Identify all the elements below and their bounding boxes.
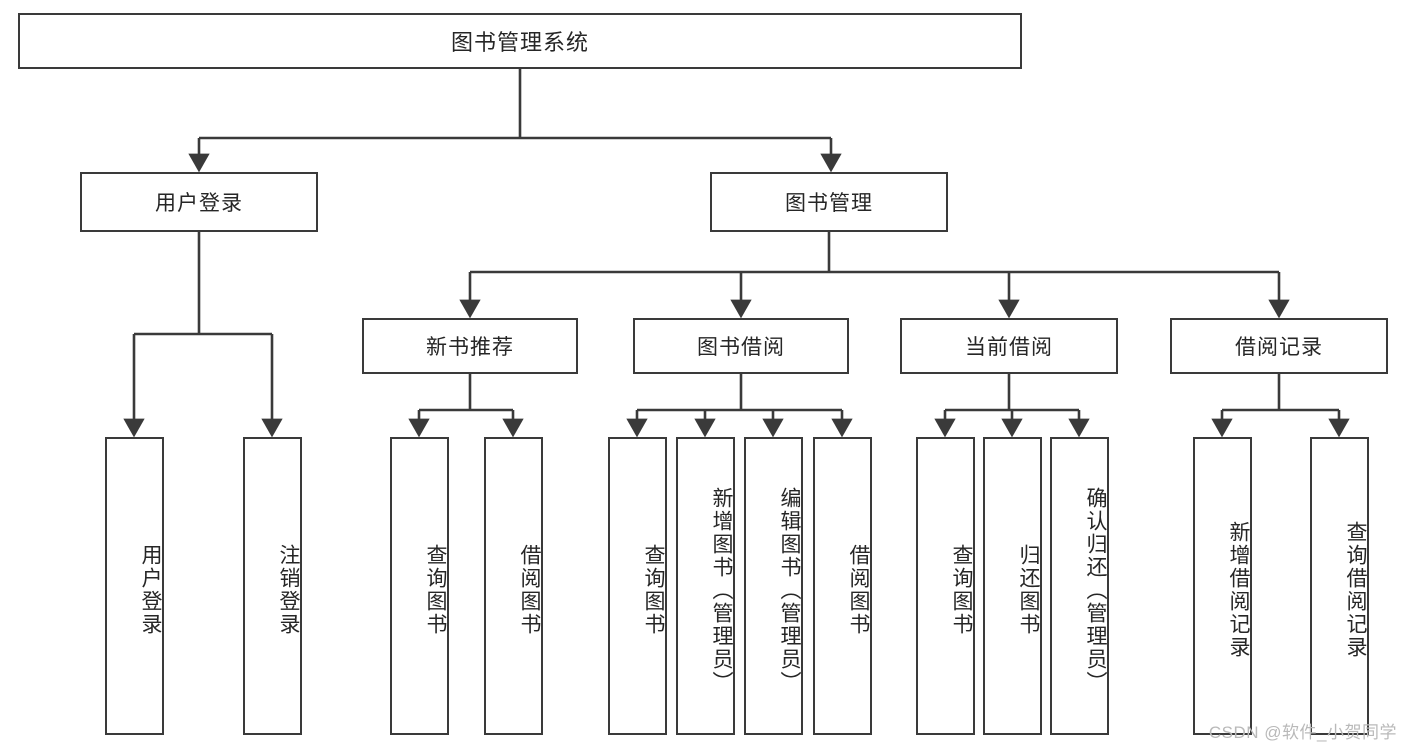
leaf-borrow-book-recommend-label: 借阅图书: [518, 544, 541, 636]
watermark-text: CSDN @软件_小贺同学: [1208, 723, 1397, 742]
leaf-return-book-label: 归还图书: [1017, 544, 1040, 636]
leaf-confirm-return-admin-label: 确认归还（管理员）: [1084, 486, 1107, 694]
node-root-system[interactable]: 图书管理系统: [18, 13, 1022, 69]
leaf-query-book-recommend-label: 查询图书: [424, 544, 447, 636]
node-user-login[interactable]: 用户登录: [80, 172, 318, 232]
leaf-query-book-label: 查询图书: [642, 544, 665, 636]
node-root-label: 图书管理系统: [450, 30, 589, 55]
leaf-user-login[interactable]: 用户登录: [105, 437, 164, 735]
node-book-management-label: 图书管理: [785, 192, 873, 215]
node-user-login-label: 用户登录: [155, 192, 243, 215]
node-book-borrow[interactable]: 图书借阅: [633, 318, 849, 374]
leaf-add-borrow-record[interactable]: 新增借阅记录: [1193, 437, 1252, 735]
leaf-logout-label: 注销登录: [277, 544, 300, 636]
leaf-borrow-book[interactable]: 借阅图书: [813, 437, 872, 735]
leaf-borrow-book-label: 借阅图书: [847, 544, 870, 636]
node-book-borrow-label: 图书借阅: [697, 336, 785, 359]
leaf-add-book-admin-label: 新增图书（管理员）: [710, 486, 733, 694]
node-current-borrow[interactable]: 当前借阅: [900, 318, 1118, 374]
leaf-user-login-label: 用户登录: [139, 544, 162, 636]
node-borrow-record-label: 借阅记录: [1235, 336, 1323, 359]
leaf-query-book-current-label: 查询图书: [950, 544, 973, 636]
leaf-query-book-current[interactable]: 查询图书: [916, 437, 975, 735]
node-borrow-record[interactable]: 借阅记录: [1170, 318, 1388, 374]
leaf-edit-book-admin-label: 编辑图书（管理员）: [778, 486, 801, 694]
node-new-book-recommendation[interactable]: 新书推荐: [362, 318, 578, 374]
leaf-add-book-admin[interactable]: 新增图书（管理员）: [676, 437, 735, 735]
leaf-logout[interactable]: 注销登录: [243, 437, 302, 735]
node-book-management[interactable]: 图书管理: [710, 172, 948, 232]
leaf-query-book-recommend[interactable]: 查询图书: [390, 437, 449, 735]
node-new-book-recommendation-label: 新书推荐: [426, 336, 514, 359]
leaf-confirm-return-admin[interactable]: 确认归还（管理员）: [1050, 437, 1109, 735]
leaf-query-book[interactable]: 查询图书: [608, 437, 667, 735]
leaf-return-book[interactable]: 归还图书: [983, 437, 1042, 735]
node-current-borrow-label: 当前借阅: [965, 336, 1053, 359]
leaf-borrow-book-recommend[interactable]: 借阅图书: [484, 437, 543, 735]
leaf-edit-book-admin[interactable]: 编辑图书（管理员）: [744, 437, 803, 735]
leaf-query-borrow-record-label: 查询借阅记录: [1344, 521, 1367, 659]
leaf-query-borrow-record[interactable]: 查询借阅记录: [1310, 437, 1369, 735]
leaf-add-borrow-record-label: 新增借阅记录: [1227, 521, 1250, 659]
